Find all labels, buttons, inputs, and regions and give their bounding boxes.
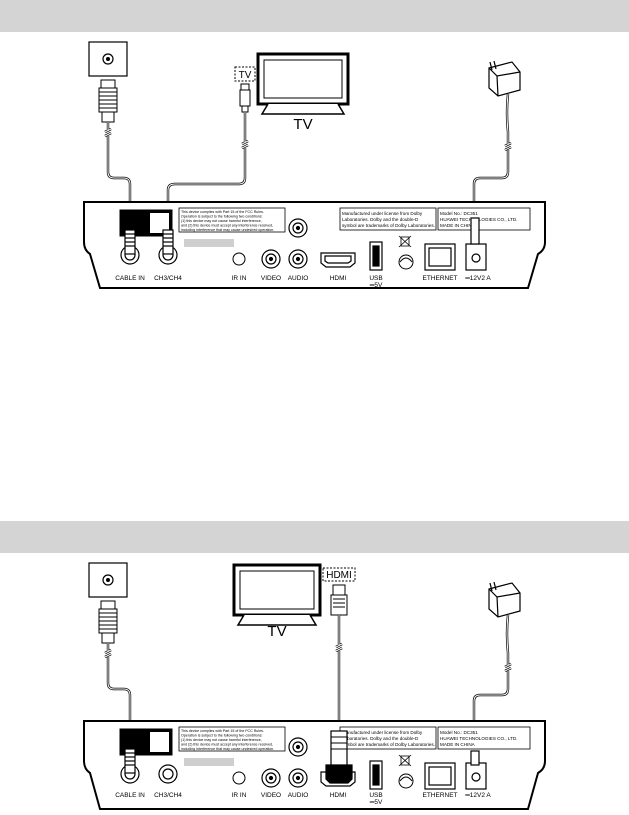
reset-icon [398, 773, 414, 789]
certification-badge-icon [119, 728, 173, 756]
ethernet-port [424, 243, 456, 271]
power-cable [472, 93, 512, 216]
ch3-ch4-label: CH3/CH4 [154, 792, 182, 799]
cable-in-port [120, 748, 140, 784]
ir-in-label: IR IN [232, 275, 247, 282]
rf-lead-plug-icon [239, 83, 251, 113]
hdmi-port [320, 252, 356, 268]
weee-bin-icon [398, 754, 412, 767]
hdmi-label: HDMI [330, 275, 347, 282]
audio-label: AUDIO [288, 275, 309, 282]
power-port [465, 217, 487, 271]
coax-plug-icon [98, 600, 118, 644]
tv-icon [232, 563, 322, 626]
tv-icon [256, 52, 350, 115]
tv-port-tag: TV [234, 66, 256, 82]
hdmi-label: HDMI [330, 792, 347, 799]
rf-connection-diagram: TV TV This device complies with Part 15 … [0, 32, 629, 332]
section-header-band-1 [0, 0, 629, 32]
model-label-box [437, 207, 531, 231]
audio-label: AUDIO [288, 792, 309, 799]
fcc-notice: This device complies with Part 15 of the… [181, 729, 274, 751]
serial-sticker [184, 239, 234, 247]
set-top-box-rear-panel [83, 720, 546, 810]
model-label: Model No.: DC351 HUAWEI TECHNOLOGIES CO.… [440, 730, 519, 747]
audio-port [288, 737, 308, 788]
video-port [261, 768, 281, 788]
ir-in-label: IR IN [232, 792, 247, 799]
ethernet-label: ETHERNET [422, 792, 457, 799]
tv-port-tag: HDMI [322, 567, 356, 582]
dolby-notice: Manufactured under license from Dolby La… [342, 211, 435, 228]
video-label: VIDEO [261, 275, 281, 282]
power-adapter-icon [488, 581, 521, 618]
wall-antenna-outlet-icon [88, 562, 128, 598]
power-label: ═12V2 A [464, 792, 491, 799]
dolby-notice: Manufactured under license from Dolby La… [342, 730, 435, 747]
usb-rating-label: ═5V [369, 282, 383, 289]
coax-cable [104, 122, 132, 208]
hdmi-connection-diagram: TV HDMI This device complies with Part 1… [0, 553, 629, 815]
reset-icon [398, 254, 414, 270]
tv-caption: TV [267, 623, 286, 640]
power-port [465, 750, 487, 790]
model-label-box [437, 726, 531, 750]
fcc-notice: This device complies with Part 15 of the… [181, 210, 274, 232]
wall-antenna-outlet-icon [88, 41, 128, 77]
tv-caption: TV [293, 116, 312, 133]
ir-in-port [232, 771, 246, 785]
ethernet-port [424, 762, 456, 790]
ir-in-port [232, 252, 246, 266]
dolby-label-box [339, 207, 437, 231]
tv-port-tag-label: HDMI [326, 570, 352, 581]
fcc-label-box [178, 207, 286, 233]
cable-in-label: CABLE IN [115, 275, 145, 282]
power-adapter-icon [488, 60, 521, 97]
section-header-band-2 [0, 521, 629, 553]
serial-sticker [184, 758, 234, 766]
hdmi-plug-icon [330, 584, 348, 616]
cable-in-port [120, 229, 140, 265]
ch3-ch4-port [158, 764, 178, 784]
coax-plug-icon [98, 79, 118, 123]
usb-port [369, 760, 383, 790]
hdmi-port [320, 730, 356, 787]
ch3-ch4-label: CH3/CH4 [154, 275, 182, 282]
power-label: ═12V2 A [464, 275, 491, 282]
cable-in-label: CABLE IN [115, 792, 145, 799]
tv-port-tag-label: TV [239, 70, 252, 81]
usb-rating-label: ═5V [369, 799, 383, 806]
video-label: VIDEO [261, 792, 281, 799]
usb-label: USB [369, 792, 382, 799]
weee-bin-icon [398, 235, 412, 248]
video-port [261, 249, 281, 269]
ethernet-label: ETHERNET [422, 275, 457, 282]
usb-port [369, 241, 383, 271]
audio-port [288, 218, 308, 269]
fcc-label-box [178, 726, 286, 752]
usb-label: USB [369, 275, 382, 282]
rf-lead-cable [166, 112, 249, 208]
ch3-ch4-port [158, 229, 178, 265]
